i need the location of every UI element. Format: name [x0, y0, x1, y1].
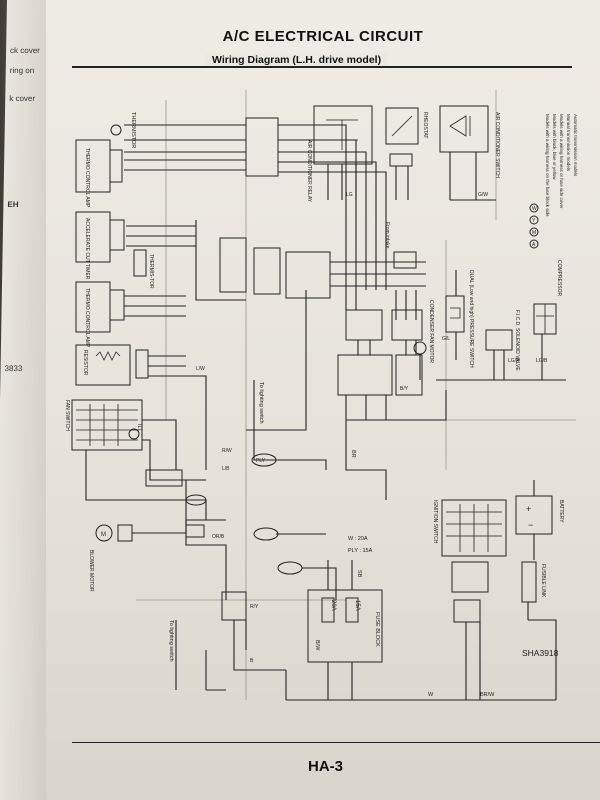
fuse-note-w: W : 20A	[348, 536, 368, 542]
condenser-fan-motor-label: CONDENSER FAN MOTOR	[428, 300, 434, 363]
ac-relay: AIR CONDITIONER RELAY	[306, 105, 373, 203]
thermo-control-amp-2: THERMO CONTROL AMP	[75, 281, 125, 348]
manual-page: A/C ELECTRICAL CIRCUIT Wiring Diagram (L…	[46, 0, 600, 800]
page-subtitle: Wiring Diagram (L.H. drive model)	[206, 54, 388, 66]
blower-motor-component: M BLOWER MOTOR	[88, 524, 133, 592]
legend-mark-m: M	[532, 230, 536, 236]
to-lighting-switch-top: To lighting switch	[258, 382, 264, 424]
lw-label: L/W	[196, 366, 205, 372]
rheostat-label: RHEOSTAT	[422, 112, 428, 138]
br-label: BR	[350, 450, 356, 458]
legend-mark-y: Y	[532, 218, 536, 224]
ac-switch: AIR CONDITIONER SWITCH	[439, 105, 500, 201]
lgb-label: LG/B	[536, 358, 548, 364]
battery-label: BATTERY	[558, 500, 564, 523]
accelerate-cut-timer: ACCELERATE CUT TIMER	[75, 211, 125, 280]
bottom-bus	[285, 670, 556, 701]
svg-text:−: −	[528, 520, 533, 530]
ignition-switch-label: IGNITION SWITCH	[432, 500, 438, 544]
wiring-diagram: THERMISTOR THERMO CONTROL AMP ACCELERATE…	[64, 90, 578, 701]
sb-label: SB	[356, 570, 362, 578]
fusible-link-label: FUSIBLE LINK	[540, 564, 546, 598]
left-harness	[85, 124, 286, 691]
dual-pressure-switch-label: DUAL (Low and high) PRESSURE SWITCH	[468, 270, 474, 368]
legend-item: Models with black, blue or yellow	[552, 114, 557, 180]
ficd-solenoid-valve: F.I.C.D. SOLENOID VALVE	[485, 310, 520, 380]
ill-label: ILL	[136, 424, 142, 432]
rheostat: RHEOSTAT	[385, 107, 428, 200]
resistor-component: RESISTOR	[75, 344, 149, 386]
lg-label: LG	[346, 192, 353, 198]
to-lighting-switch-bottom: To lighting switch	[168, 620, 174, 662]
legend-mark-a: A	[532, 242, 536, 248]
page-number: HA-3	[308, 758, 344, 775]
prev-page-fragment: ck cover	[10, 46, 40, 55]
b-label: B	[250, 658, 254, 664]
fuse-block-label: FUSE BLOCK	[374, 612, 380, 647]
gl-label: G/L	[442, 336, 450, 342]
bleed-through-lines	[136, 90, 576, 700]
prev-page-fragment: 3833	[4, 364, 23, 373]
condenser-fan-motor: CONDENSER FAN MOTOR	[413, 300, 434, 380]
rw-label: R/W	[222, 448, 232, 454]
compressor-component: COMPRESSOR	[533, 260, 562, 380]
thermo-control-amp-label: THERMO CONTROL AMP	[84, 148, 90, 208]
orb-label: OR/B	[212, 534, 225, 540]
legend: W Y M A Models with a wiring harness on …	[529, 114, 578, 249]
legend-item: Automatic transmission models	[573, 114, 578, 177]
gw-label: G/W	[478, 192, 488, 198]
diagram-code: SHA3918	[522, 648, 559, 658]
battery-component: + − BATTERY	[515, 480, 564, 560]
ry-label: R/Y	[250, 604, 259, 610]
ac-switch-label: AIR CONDITIONER SWITCH	[494, 112, 500, 178]
fusible-link: FUSIBLE LINK	[521, 561, 557, 700]
br-wire: BR	[345, 420, 387, 500]
ply-label: PLY	[256, 458, 266, 464]
lgr-label: LG/R	[508, 358, 520, 364]
ill-lamp: ILL	[128, 424, 142, 440]
ply-connectors: PLY	[185, 453, 337, 600]
dual-pressure-switch: DUAL (Low and high) PRESSURE SWITCH	[445, 270, 474, 368]
brw-label: BR/W	[480, 692, 495, 698]
from-intake-sensor: From intake	[384, 222, 417, 269]
thermistor-2-label: THERMIS-TOR	[148, 254, 154, 289]
prev-page-fragment: EH	[7, 200, 19, 209]
prev-page-fragment: ring on	[9, 66, 35, 75]
bw-label: B/W	[314, 640, 320, 651]
thermistor-label: THERMISTOR	[130, 112, 136, 148]
svg-text:+: +	[526, 504, 531, 514]
thermistor-2: THERMIS-TOR	[133, 249, 154, 289]
legend-mark-w: W	[532, 206, 537, 212]
legend-item: Models with a wiring harness on the fuse…	[545, 114, 550, 217]
subtitle-rule	[72, 66, 572, 68]
fuse-block: 20A 15A FUSE BLOCK B/W SB	[307, 560, 383, 700]
thermo-control-amp-1: THERMO CONTROL AMP	[75, 139, 123, 208]
compressor-label: COMPRESSOR	[556, 260, 562, 297]
thermistor-component: THERMISTOR	[110, 112, 136, 148]
ficd-solenoid-valve-label: F.I.C.D. SOLENOID VALVE	[514, 310, 520, 371]
ignition-switch: IGNITION SWITCH	[432, 499, 507, 700]
by-label: B/Y	[400, 386, 409, 392]
fan-switch-component: FAN SWITCH	[64, 399, 143, 451]
fuse-15a: 15A	[354, 600, 360, 611]
svg-text:M: M	[101, 532, 106, 538]
from-intake-label: From intake	[384, 222, 390, 249]
blower-motor-label: BLOWER MOTOR	[88, 550, 94, 592]
legend-item: Models with a wiring harness or fuse sid…	[559, 114, 564, 209]
fuse-20a: 20A	[330, 600, 336, 611]
footer-rule	[72, 742, 600, 743]
w-label: W	[428, 692, 434, 698]
legend-item: Manual transmission models	[566, 114, 571, 172]
accelerate-cut-timer-label: ACCELERATE CUT TIMER	[84, 218, 90, 280]
fuse-note-ply: PLY : 15A	[348, 548, 373, 554]
thermo-control-amp-2-label: THERMO CONTROL AMP	[84, 288, 90, 348]
ac-relay-label: AIR CONDITIONER RELAY	[306, 140, 312, 203]
lb-label: L/B	[222, 466, 230, 472]
prev-page-fragment: k cover	[9, 94, 36, 103]
page-title: A/C ELECTRICAL CIRCUIT	[222, 28, 424, 45]
resistor-label: RESISTOR	[82, 350, 88, 376]
fan-switch-label: FAN SWITCH	[64, 400, 70, 431]
